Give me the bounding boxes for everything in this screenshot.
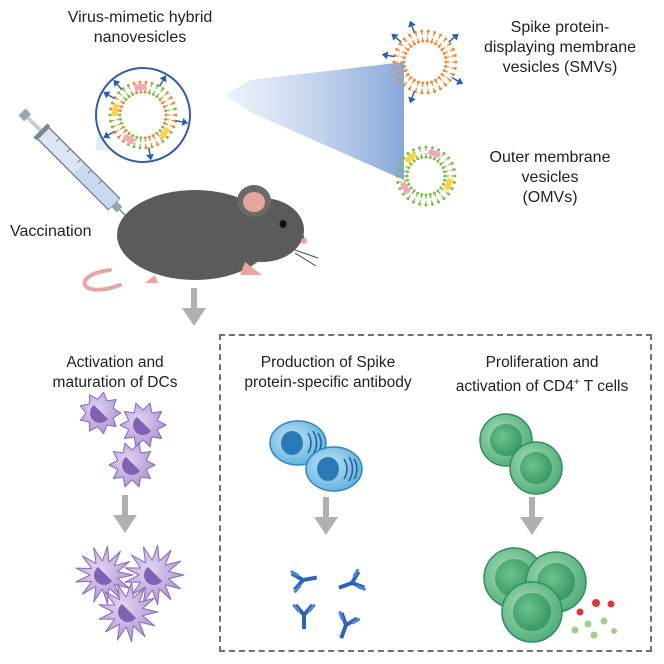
down-arrow-main (182, 288, 206, 326)
outcomes-box (219, 334, 652, 652)
panel-1-title: Activation and maturation of DCs (20, 353, 210, 393)
panel-3-title: Proliferation and activation of CD4+ T c… (436, 353, 648, 397)
omv-label-line-3: (OMVs) (522, 189, 578, 206)
smv-label-line-1: Spike protein- (510, 19, 610, 36)
panel-1-title-line-1: Activation and (66, 354, 164, 371)
antibodies (290, 568, 367, 639)
panel-2-title-line-2: protein-specific antibody (244, 374, 412, 391)
dc-cell-2 (119, 402, 167, 448)
dendritic-cells-immature (79, 391, 167, 488)
b-cell-2 (305, 446, 363, 492)
omv-label: Outer membrane vesicles (OMVs) (470, 148, 630, 208)
omv-label-line-1: Outer membrane (489, 149, 611, 166)
panel-3-title-line-1: Proliferation and (485, 354, 599, 371)
dc-mature-3 (98, 581, 159, 643)
down-arrow-panel-2 (314, 497, 338, 535)
smv-label: Spike protein- displaying membrane vesic… (456, 18, 664, 78)
panel-2-title: Production of Spike protein-specific ant… (228, 353, 428, 393)
down-arrow-panel-1 (113, 495, 137, 533)
b-cell-1 (269, 420, 327, 466)
dc-cell-1 (79, 391, 122, 435)
dc-cell-3 (108, 442, 156, 488)
dc-mature-2 (124, 544, 185, 606)
omv-vesicle (395, 145, 457, 207)
panel-1-title-line-2: maturation of DCs (52, 374, 178, 391)
down-arrow-panel-3 (520, 497, 544, 535)
panel-3-title-sup: + (573, 377, 580, 388)
smv-label-line-3: vesicles (SMVs) (502, 59, 618, 76)
antibody-1 (290, 569, 318, 594)
dendritic-cells-mature (75, 544, 185, 643)
t-cell-5 (501, 581, 563, 643)
t-cell-2 (509, 441, 563, 495)
smv-vesicle (381, 20, 464, 104)
panel-3-title-tail: T cells (579, 378, 629, 396)
hybrid-vesicle (95, 67, 191, 163)
vaccination-label: Vaccination (10, 223, 92, 240)
antibody-4 (338, 610, 361, 639)
cytokine-dots (571, 599, 617, 639)
panel-3-title-line-2: activation of CD4+ T cells (436, 373, 648, 397)
antibody-3 (292, 603, 316, 629)
dc-mature-1 (75, 545, 134, 605)
hybrid-label-line-1: Virus-mimetic hybrid (67, 9, 213, 26)
antibody-2 (338, 568, 367, 591)
panel-3-title-main: activation of CD4 (455, 378, 574, 396)
hybrid-label-line-2: nanovesicles (93, 29, 187, 46)
omv-label-line-2: vesicles (521, 169, 579, 186)
mouse (82, 185, 319, 292)
hybrid-vesicle-label: Virus-mimetic hybrid nanovesicles (40, 8, 240, 48)
merge-arrow (225, 62, 404, 180)
smv-label-line-2: displaying membrane (483, 39, 637, 56)
panel-2-title-line-1: Production of Spike (260, 354, 396, 371)
